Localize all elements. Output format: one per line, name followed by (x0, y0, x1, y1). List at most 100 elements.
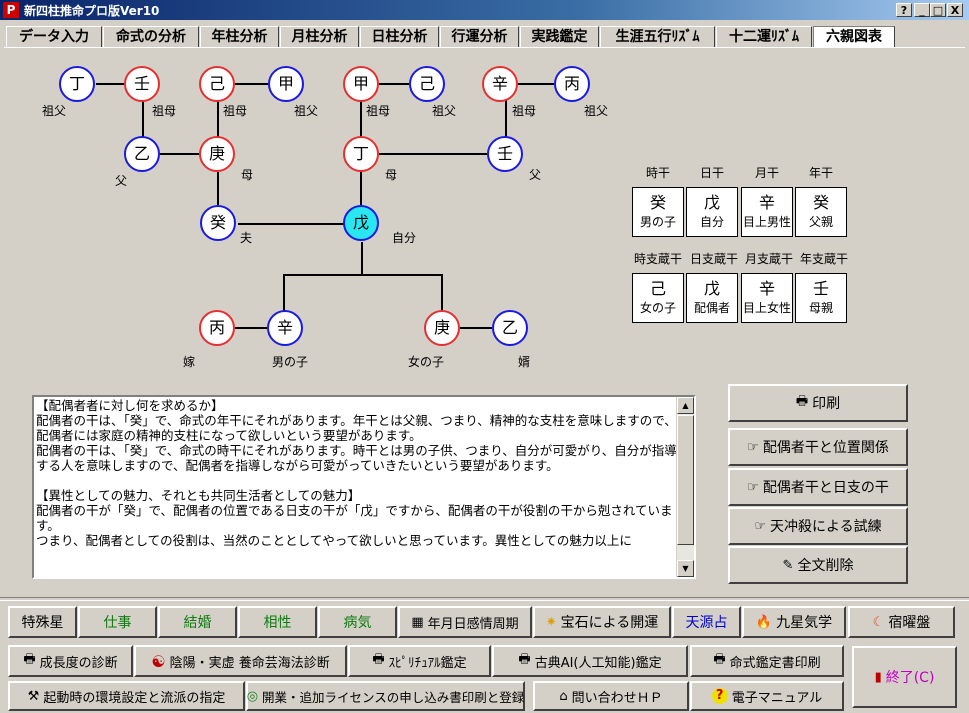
relative-node-son[interactable]: 辛 (267, 310, 303, 346)
scroll-down-icon[interactable]: ▼ (677, 560, 694, 577)
sparkle-icon: ✷ (545, 614, 557, 630)
printer-icon: 🖶 (713, 652, 726, 667)
stem-cell[interactable]: 辛目上男性 (741, 187, 793, 237)
maximize-button[interactable]: □ (930, 3, 946, 17)
stem-header: 年干 (808, 166, 833, 180)
divider (0, 597, 969, 601)
compatibility-button[interactable]: 相性 (238, 606, 317, 638)
stem-role: 目上男性 (742, 215, 791, 229)
hidden-stem-cell[interactable]: 壬母親 (795, 273, 847, 323)
analysis-textarea[interactable]: 【配偶者者に対し何を求めるか】 配偶者の干は、「癸」で、命式の年干にそれがありま… (32, 395, 696, 579)
help-button[interactable]: ? (896, 3, 912, 17)
scroll-thumb[interactable] (677, 415, 694, 545)
e-manual-button[interactable]: ?電子マニュアル (690, 681, 844, 711)
relative-node-spouse-mother[interactable]: 丁 (343, 136, 379, 172)
relative-node-grandmother-4[interactable]: 辛 (482, 66, 518, 102)
relative-label: 嫁 (183, 355, 196, 369)
tree-line (460, 327, 492, 329)
hidden-stem-kanji: 戊 (703, 279, 720, 298)
relative-label: 婿 (518, 355, 531, 369)
hidden-stem-cell[interactable]: 戊配偶者 (686, 273, 738, 323)
vertical-scrollbar[interactable]: ▲ ▼ (676, 397, 694, 577)
tab-fortune[interactable]: 行運分析 (440, 26, 519, 48)
exit-button[interactable]: ▮終了(C) (852, 646, 957, 708)
spouse-stem-day-branch-button[interactable]: ☞配偶者干と日支の干 (728, 468, 908, 506)
button-label: ｽﾋﾟﾘﾁｭｱﾙ鑑定 (388, 655, 467, 671)
text-line (36, 473, 678, 488)
relative-node-grandfather-4[interactable]: 丙 (554, 66, 590, 102)
stem-cell[interactable]: 戊自分 (686, 187, 738, 237)
hidden-stem-cell[interactable]: 己女の子 (632, 273, 684, 323)
relative-node-paternal-grandmother[interactable]: 壬 (124, 66, 160, 102)
emotion-cycle-button[interactable]: ▦年月日感情周期 (398, 606, 532, 638)
yin-yang-diagnosis-button[interactable]: ☯陰陽・実虚 養命芸海法診断 (134, 645, 347, 677)
tree-line (235, 327, 267, 329)
tab-data-input[interactable]: データ入力 (6, 26, 102, 48)
button-label: 電子マニュアル (731, 690, 823, 706)
relative-node-paternal-grandfather[interactable]: 丁 (59, 66, 95, 102)
stem-role: 自分 (699, 215, 724, 229)
special-star-button[interactable]: 特殊星 (8, 606, 77, 638)
tenchusatsu-trial-button[interactable]: ☞天冲殺による試練 (728, 507, 908, 545)
tools-icon: ⚒ (27, 688, 40, 704)
scroll-up-icon[interactable]: ▲ (677, 397, 694, 414)
print-button[interactable]: 🖶印刷 (728, 384, 908, 422)
relative-node-grandmother-2[interactable]: 己 (199, 66, 235, 102)
startup-settings-button[interactable]: ⚒起動時の環境設定と流派の指定 (8, 681, 245, 711)
relative-node-grandfather-2[interactable]: 甲 (268, 66, 304, 102)
tab-year-pillar[interactable]: 年柱分析 (200, 26, 279, 48)
illness-button[interactable]: 病気 (318, 606, 397, 638)
spiritual-reading-button[interactable]: 🖶ｽﾋﾟﾘﾁｭｱﾙ鑑定 (348, 645, 491, 677)
tab-month-pillar[interactable]: 月柱分析 (280, 26, 359, 48)
relative-node-grandfather-3[interactable]: 己 (409, 66, 445, 102)
hidden-stem-kanji: 辛 (758, 279, 775, 298)
button-label: 終了(C) (885, 670, 935, 686)
growth-diagnosis-button[interactable]: 🖶成長度の診断 (8, 645, 133, 677)
print-report-button[interactable]: 🖶命式鑑定書印刷 (690, 645, 844, 677)
relative-node-husband[interactable]: 癸 (200, 205, 236, 241)
spouse-stem-position-button[interactable]: ☞配偶者干と位置関係 (728, 428, 908, 466)
button-label: 特殊星 (21, 615, 64, 631)
relative-node-daughter-in-law[interactable]: 丙 (199, 310, 235, 346)
button-label: 天冲殺による試練 (770, 519, 882, 535)
button-label: 病気 (343, 615, 372, 631)
license-application-button[interactable]: ◎開業・追加ライセンスの申し込み書印刷と登録 (246, 681, 525, 711)
title-bar: P 新四柱推命プロ版Ver10 ? _ □ X (0, 0, 969, 20)
tengen-button[interactable]: 天源占 (672, 606, 741, 638)
tab-meishiki[interactable]: 命式の分析 (103, 26, 199, 48)
marriage-button[interactable]: 結婚 (158, 606, 237, 638)
delete-all-button[interactable]: ✎全文削除 (728, 546, 908, 584)
button-label: 起動時の環境設定と流派の指定 (43, 690, 226, 706)
relative-node-grandmother-3[interactable]: 甲 (343, 66, 379, 102)
relative-node-son-in-law[interactable]: 乙 (492, 310, 528, 346)
tree-line (441, 274, 443, 311)
hidden-stem-role: 女の子 (639, 301, 676, 315)
relative-node-mother[interactable]: 庚 (199, 136, 235, 172)
hidden-stem-header: 日支蔵干 (689, 252, 738, 266)
tab-day-pillar[interactable]: 日柱分析 (360, 26, 439, 48)
stem-cell[interactable]: 癸男の子 (632, 187, 684, 237)
tab-twelve-rhythm[interactable]: 十二運ﾘｽﾞﾑ (716, 26, 812, 48)
relative-node-self[interactable]: 戊 (343, 205, 379, 241)
contact-web-button[interactable]: ⌂問い合わせＨＰ (533, 681, 689, 711)
hidden-stem-cell[interactable]: 辛目上女性 (741, 273, 793, 323)
classic-ai-reading-button[interactable]: 🖶古典AI(人工知能)鑑定 (492, 645, 688, 677)
button-label: 九星気学 (776, 615, 833, 631)
work-button[interactable]: 仕事 (78, 606, 157, 638)
tab-six-relatives[interactable]: 六親図表 (813, 26, 895, 48)
tab-practice[interactable]: 実践鑑定 (520, 26, 599, 48)
gem-luck-button[interactable]: ✷宝石による開運 (533, 606, 671, 638)
yin-yang-icon: ☯ (151, 651, 166, 671)
relative-node-spouse-father[interactable]: 壬 (487, 136, 523, 172)
sukuyo-button[interactable]: ☾宿曜盤 (848, 606, 955, 638)
nine-star-button[interactable]: 🔥九星気学 (742, 606, 846, 638)
calendar-icon: ▦ (411, 614, 424, 630)
relative-node-father[interactable]: 乙 (124, 136, 160, 172)
tree-line (160, 153, 200, 155)
relative-node-daughter[interactable]: 庚 (424, 310, 460, 346)
tab-lifetime-rhythm[interactable]: 生涯五行ﾘｽﾞﾑ (600, 26, 715, 48)
tree-line (360, 172, 362, 205)
minimize-button[interactable]: _ (914, 3, 930, 17)
stem-cell[interactable]: 癸父親 (795, 187, 847, 237)
close-button[interactable]: X (947, 3, 963, 17)
